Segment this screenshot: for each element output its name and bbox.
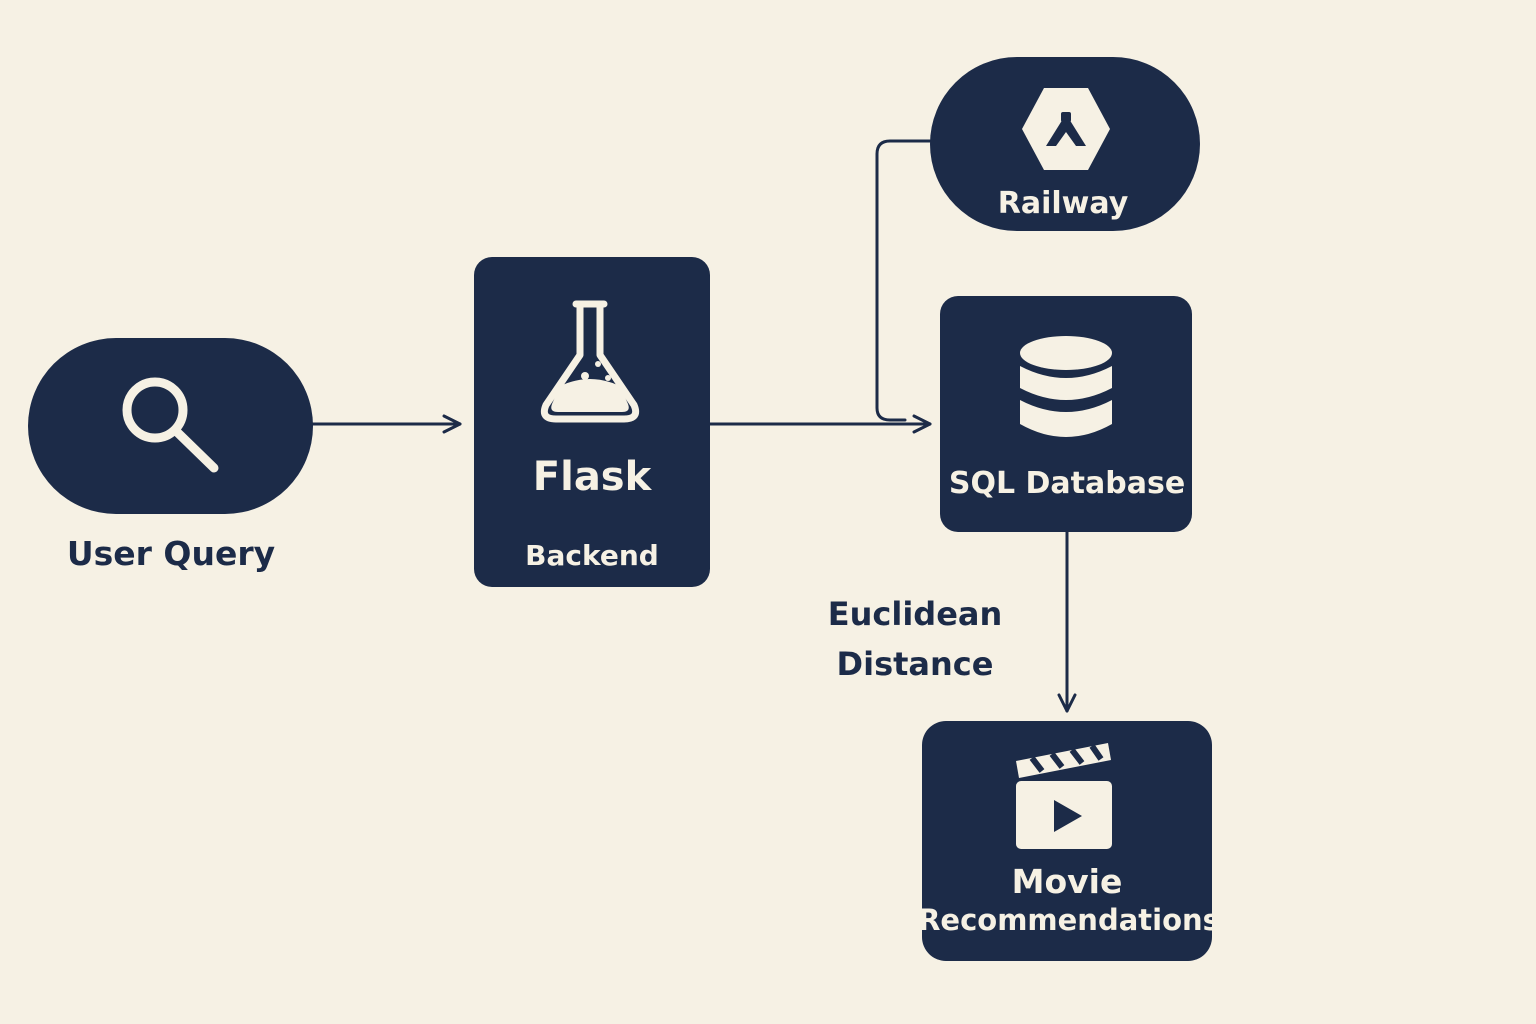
sql-database-label: SQL Database	[948, 466, 1186, 501]
user-query-node	[28, 338, 313, 514]
railway-node	[930, 57, 1200, 231]
flask-node	[474, 257, 710, 587]
flask-subtitle: Backend	[525, 539, 659, 572]
user-query-label: User Query	[66, 534, 276, 573]
movie-recommendations-node	[922, 721, 1212, 961]
flask-icon	[540, 300, 640, 423]
euclidean-distance-label-line1: Euclidean	[827, 595, 1003, 633]
flask-title: Flask	[532, 454, 652, 500]
search-icon	[122, 377, 219, 473]
euclidean-distance-label-line2: Distance	[836, 645, 994, 683]
railway-logo-icon	[1022, 88, 1110, 170]
movie-recommendations-line1: Movie	[1011, 862, 1123, 901]
railway-label: Railway	[997, 186, 1129, 221]
edges	[310, 139, 1077, 713]
sql-database-node	[940, 296, 1192, 532]
edge-railway-to-sql-database	[875, 139, 932, 422]
database-icon	[1020, 336, 1112, 437]
user-query-pill	[28, 338, 313, 514]
clapperboard-play-icon	[1016, 743, 1112, 849]
movie-recommendations-line2: Recommendations	[918, 903, 1220, 937]
